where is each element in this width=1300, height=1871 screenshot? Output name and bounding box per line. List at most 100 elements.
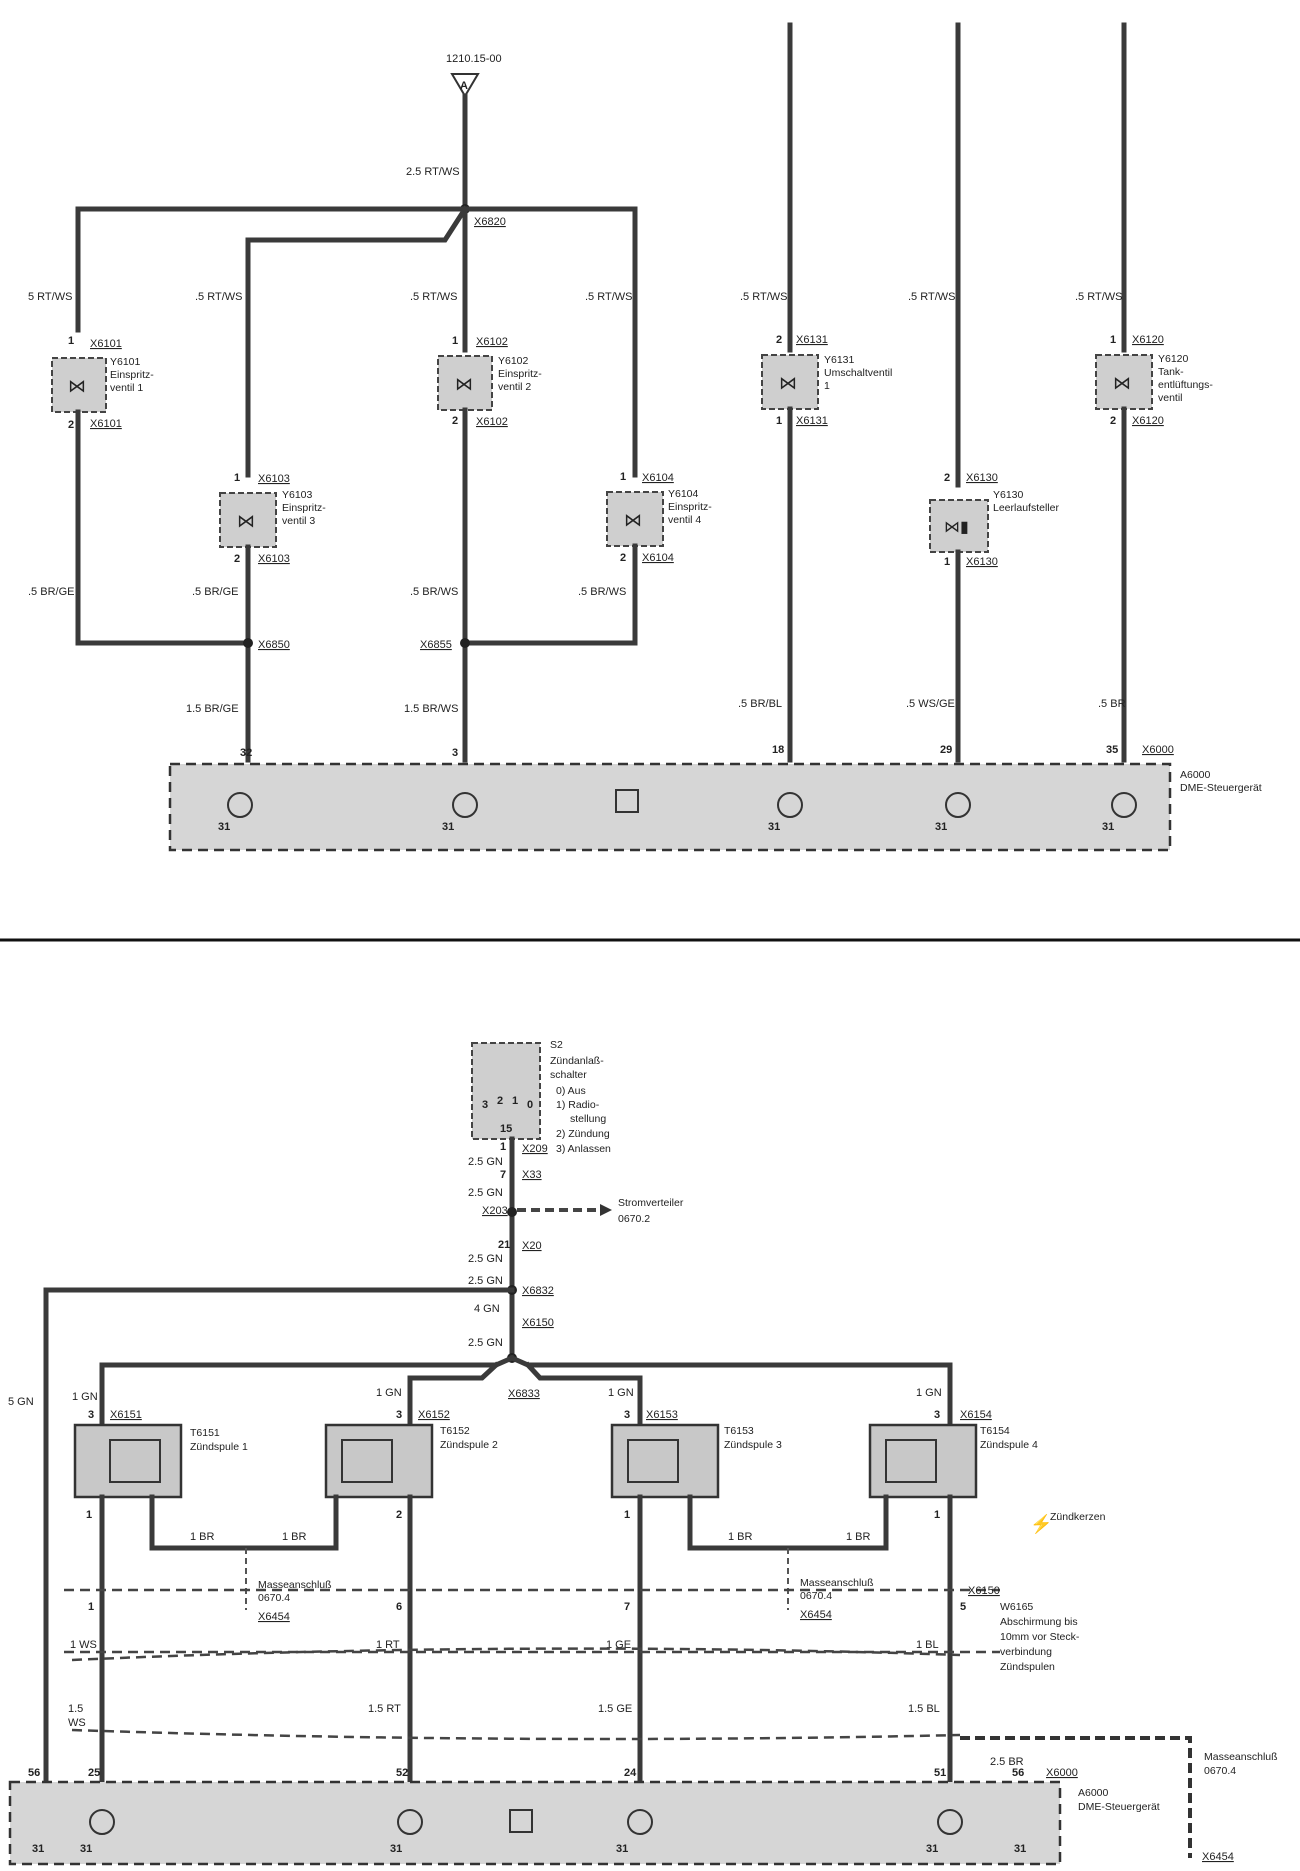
svg-text:3: 3 bbox=[396, 1409, 402, 1421]
svg-text:10mm vor Steck-: 10mm vor Steck- bbox=[1000, 1631, 1080, 1643]
svg-text:2.5 GN: 2.5 GN bbox=[468, 1156, 503, 1168]
svg-text:5 GN: 5 GN bbox=[8, 1396, 34, 1408]
svg-text:X6152: X6152 bbox=[418, 1409, 450, 1421]
svg-text:A6000: A6000 bbox=[1180, 769, 1211, 781]
svg-text:DME-Steuergerät: DME-Steuergerät bbox=[1180, 782, 1262, 794]
svg-text:X6131: X6131 bbox=[796, 334, 828, 346]
feed-wire-label: 2.5 RT/WS bbox=[406, 166, 460, 178]
svg-text:S2: S2 bbox=[550, 1039, 563, 1051]
svg-text:Y6103: Y6103 bbox=[282, 489, 313, 501]
svg-text:X6832: X6832 bbox=[522, 1285, 554, 1297]
svg-text:X6833: X6833 bbox=[508, 1388, 540, 1400]
svg-text:ventil 3: ventil 3 bbox=[282, 515, 315, 527]
svg-text:1: 1 bbox=[86, 1509, 92, 1521]
svg-text:X209: X209 bbox=[522, 1143, 548, 1155]
bus-to-t6151 bbox=[99, 1354, 516, 1428]
svg-text:X20: X20 bbox=[522, 1240, 542, 1252]
svg-text:35: 35 bbox=[1106, 744, 1118, 756]
wire-label-y6102: .5 RT/WS bbox=[410, 291, 457, 303]
svg-text:.5 BR/GE: .5 BR/GE bbox=[28, 586, 74, 598]
svg-text:29: 29 bbox=[940, 744, 952, 756]
svg-text:X6130: X6130 bbox=[966, 556, 998, 568]
shield-ellipse bbox=[71, 1647, 961, 1741]
svg-text:1: 1 bbox=[624, 1509, 630, 1521]
svg-text:.5 BR: .5 BR bbox=[1098, 698, 1126, 710]
svg-text:X6850: X6850 bbox=[258, 639, 290, 651]
svg-text:X6151: X6151 bbox=[110, 1409, 142, 1421]
svg-text:5: 5 bbox=[960, 1601, 966, 1613]
svg-text:31: 31 bbox=[390, 1843, 402, 1855]
svg-text:X6102: X6102 bbox=[476, 416, 508, 428]
svg-text:1 BR: 1 BR bbox=[846, 1531, 871, 1543]
wire-label-y6120: .5 RT/WS bbox=[1075, 291, 1122, 303]
svg-text:1) Radio-: 1) Radio- bbox=[556, 1099, 600, 1111]
svg-text:⋈: ⋈ bbox=[779, 373, 797, 393]
svg-text:.5 BR/WS: .5 BR/WS bbox=[410, 586, 458, 598]
splice-x6855 bbox=[460, 638, 470, 648]
svg-text:2: 2 bbox=[234, 553, 240, 565]
svg-text:T6153: T6153 bbox=[724, 1425, 754, 1437]
svg-text:Abschirmung bis: Abschirmung bis bbox=[1000, 1616, 1078, 1628]
svg-text:1.5 RT: 1.5 RT bbox=[368, 1703, 401, 1715]
y6104-to-x6855 bbox=[462, 543, 638, 646]
svg-text:4 GN: 4 GN bbox=[474, 1303, 500, 1315]
wire-label-y6131: .5 RT/WS bbox=[740, 291, 787, 303]
svg-text:0: 0 bbox=[527, 1099, 533, 1111]
splice-x6820-label: X6820 bbox=[474, 216, 506, 228]
svg-text:2.5 GN: 2.5 GN bbox=[468, 1187, 503, 1199]
svg-text:X6454: X6454 bbox=[800, 1609, 832, 1621]
svg-text:3: 3 bbox=[482, 1099, 488, 1111]
svg-text:schalter: schalter bbox=[550, 1069, 587, 1081]
svg-text:Masseanschluß: Masseanschluß bbox=[258, 1579, 332, 1591]
svg-text:56: 56 bbox=[1012, 1767, 1024, 1779]
svg-text:2: 2 bbox=[620, 552, 626, 564]
svg-text:6: 6 bbox=[396, 1601, 402, 1613]
svg-text:X6101: X6101 bbox=[90, 418, 122, 430]
svg-text:0670.4: 0670.4 bbox=[800, 1590, 832, 1602]
svg-text:ventil 4: ventil 4 bbox=[668, 514, 701, 526]
svg-text:Zündspule 3: Zündspule 3 bbox=[724, 1439, 782, 1451]
svg-text:2: 2 bbox=[396, 1509, 402, 1521]
svg-text:31: 31 bbox=[1102, 821, 1114, 833]
bus-to-t6153 bbox=[524, 1361, 643, 1428]
svg-text:Masseanschluß: Masseanschluß bbox=[1204, 1751, 1278, 1763]
svg-text:X6103: X6103 bbox=[258, 473, 290, 485]
svg-text:Einspritz-: Einspritz- bbox=[668, 501, 712, 513]
svg-text:X33: X33 bbox=[522, 1169, 542, 1181]
svg-text:31: 31 bbox=[616, 1843, 628, 1855]
svg-text:Einspritz-: Einspritz- bbox=[498, 368, 542, 380]
svg-text:X6454: X6454 bbox=[1202, 1851, 1234, 1863]
svg-text:1: 1 bbox=[944, 556, 950, 568]
svg-text:.5 BR/GE: .5 BR/GE bbox=[192, 586, 238, 598]
svg-text:X6130: X6130 bbox=[966, 472, 998, 484]
svg-text:Y6102: Y6102 bbox=[498, 355, 529, 367]
wire-5gn bbox=[43, 1287, 515, 1793]
svg-text:verbindung: verbindung bbox=[1000, 1646, 1052, 1658]
svg-text:1: 1 bbox=[934, 1509, 940, 1521]
ignition-switch-s2: S2 Zündanlaß- schalter 0) Aus 1) Radio- … bbox=[471, 1039, 611, 1155]
bus-to-t6154 bbox=[508, 1354, 953, 1428]
svg-text:1 RT: 1 RT bbox=[376, 1639, 400, 1651]
svg-text:⋈: ⋈ bbox=[624, 510, 642, 530]
bus-to-t6152 bbox=[407, 1361, 500, 1428]
bottom-diagram: S2 Zündanlaß- schalter 0) Aus 1) Radio- … bbox=[8, 1039, 1278, 1866]
svg-text:1: 1 bbox=[512, 1095, 518, 1107]
svg-text:1 BR: 1 BR bbox=[728, 1531, 753, 1543]
svg-text:18: 18 bbox=[772, 744, 784, 756]
svg-text:Umschaltventil: Umschaltventil bbox=[824, 367, 892, 379]
svg-text:.5 BR/BL: .5 BR/BL bbox=[738, 698, 782, 710]
svg-text:A: A bbox=[460, 80, 468, 92]
svg-text:1.5: 1.5 bbox=[68, 1703, 83, 1715]
svg-text:Zündspule 1: Zündspule 1 bbox=[190, 1441, 248, 1453]
svg-text:1.5 BR/WS: 1.5 BR/WS bbox=[404, 703, 458, 715]
dme-control-unit-bottom: 56 25 52 24 51 56 X6000 A6000 DME-Steuer… bbox=[8, 1767, 1160, 1866]
svg-text:2: 2 bbox=[776, 334, 782, 346]
svg-text:52: 52 bbox=[396, 1767, 408, 1779]
svg-text:3: 3 bbox=[624, 1409, 630, 1421]
svg-text:3) Anlassen: 3) Anlassen bbox=[556, 1143, 611, 1155]
ignition-coil-t6154: 1 GN 3 X6154 T6154 Zündspule 4 bbox=[868, 1387, 1038, 1499]
svg-text:X6150: X6150 bbox=[522, 1317, 554, 1329]
svg-text:W6165: W6165 bbox=[1000, 1601, 1033, 1613]
injector-y6103: ⋈ 1 X6103 2 X6103 Y6103 Einspritz- venti… bbox=[219, 472, 326, 565]
